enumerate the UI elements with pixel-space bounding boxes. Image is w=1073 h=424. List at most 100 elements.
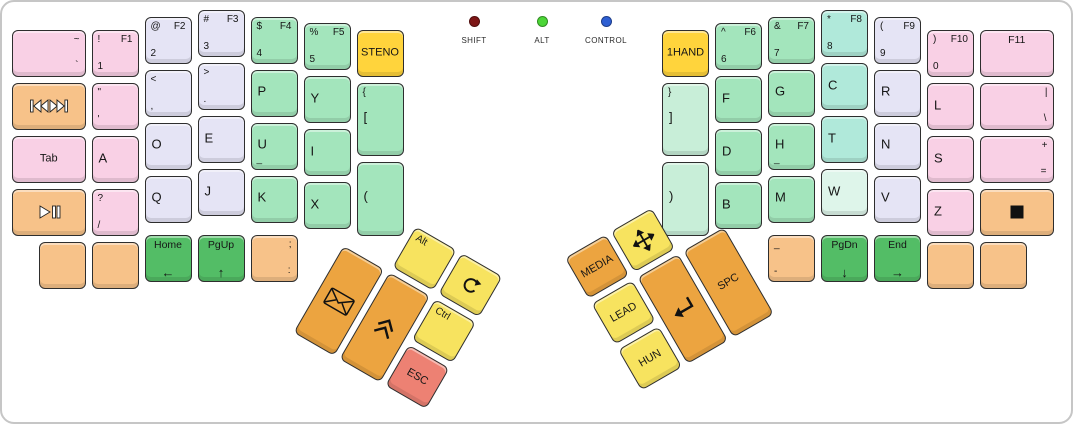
key-bottom-blank-3[interactable] bbox=[927, 241, 974, 289]
key-b[interactable]: B bbox=[715, 182, 762, 230]
key-s-legend: S bbox=[934, 150, 943, 166]
key-6-legend: 6 bbox=[721, 54, 727, 66]
key-c-legend: C bbox=[828, 77, 838, 93]
key-i[interactable]: I bbox=[303, 129, 351, 177]
key-backslash[interactable]: |\ bbox=[980, 82, 1054, 130]
key-play-pause[interactable] bbox=[12, 188, 86, 236]
key-period[interactable]: >. bbox=[197, 63, 245, 110]
key-h[interactable]: H_ bbox=[768, 122, 815, 170]
key-pgdn[interactable]: PgDn↓ bbox=[821, 235, 868, 283]
key-right-brace[interactable]: }] bbox=[662, 82, 709, 157]
key-end[interactable]: End → bbox=[874, 235, 921, 283]
key-t[interactable]: T bbox=[821, 116, 868, 163]
key-bottom-blank-1[interactable] bbox=[38, 241, 86, 289]
key-3-legend: # bbox=[203, 14, 210, 25]
key-e[interactable]: E bbox=[197, 116, 245, 163]
key-o-legend: O bbox=[151, 136, 162, 152]
key-semicolon[interactable]: ;: bbox=[250, 235, 298, 283]
key-grave-legend: ~ bbox=[73, 33, 80, 45]
key-q-legend: Q bbox=[151, 189, 162, 205]
key-home-legend: Home bbox=[153, 239, 182, 252]
key-left-brace[interactable]: {[ bbox=[356, 82, 404, 157]
key-l[interactable]: L bbox=[927, 82, 974, 130]
key-stop[interactable] bbox=[980, 188, 1054, 236]
key-end-legend: End bbox=[888, 239, 907, 252]
key-minus[interactable]: _- bbox=[768, 235, 815, 283]
key-tab[interactable]: Tab bbox=[12, 135, 86, 183]
indicator-shift: SHIFT bbox=[440, 16, 508, 45]
key-comma[interactable]: <, bbox=[144, 69, 192, 117]
alt-led-label: ALT bbox=[534, 36, 550, 45]
key-4-legend: F4 bbox=[279, 20, 292, 32]
key-apostrophe[interactable]: "' bbox=[91, 82, 139, 130]
key-j[interactable]: J bbox=[197, 169, 245, 216]
key-steno[interactable]: STENO bbox=[356, 29, 404, 77]
key-q[interactable]: Q bbox=[144, 175, 192, 223]
key-equals[interactable]: += bbox=[980, 135, 1054, 183]
key-7-legend: & bbox=[774, 20, 781, 32]
key-6-legend: ^ bbox=[721, 27, 726, 39]
key-1hand[interactable]: 1HAND bbox=[662, 29, 709, 77]
key-x-legend: X bbox=[310, 196, 320, 212]
key-a[interactable]: A bbox=[91, 135, 139, 183]
key-w[interactable]: W bbox=[821, 169, 868, 216]
key-f[interactable]: F bbox=[715, 76, 762, 124]
key-end-legend: → bbox=[891, 265, 904, 281]
key-c[interactable]: C bbox=[821, 63, 868, 110]
key-period-legend: > bbox=[203, 67, 210, 78]
key-p-legend: P bbox=[257, 83, 267, 99]
key-slash[interactable]: ?/ bbox=[91, 188, 139, 236]
key-slash-legend: ? bbox=[97, 192, 104, 204]
key-k[interactable]: K bbox=[250, 175, 298, 223]
key-g[interactable]: G bbox=[768, 69, 815, 117]
key-u-legend: U bbox=[257, 136, 267, 152]
alt-led-icon bbox=[536, 16, 548, 27]
key-alt-legend: Alt bbox=[413, 232, 430, 249]
key-right-paren[interactable]: ) bbox=[662, 162, 709, 236]
stop-icon bbox=[981, 190, 1053, 235]
key-s[interactable]: S bbox=[927, 135, 974, 183]
key-x[interactable]: X bbox=[303, 182, 351, 230]
key-left-paren[interactable]: ( bbox=[356, 162, 404, 236]
key-1-legend: 1 bbox=[97, 60, 104, 72]
key-w-legend: W bbox=[828, 183, 841, 199]
key-lead-legend: LEAD bbox=[607, 299, 639, 325]
key-v[interactable]: V bbox=[874, 175, 921, 223]
key-pgup[interactable]: PgUp↑ bbox=[197, 235, 245, 283]
key-y-legend: Y bbox=[310, 90, 320, 106]
key-f11[interactable]: F11 bbox=[980, 29, 1054, 77]
key-media-prev-next[interactable] bbox=[12, 82, 86, 130]
control-led-label: CONTROL bbox=[585, 36, 627, 45]
key-d[interactable]: D bbox=[715, 129, 762, 177]
key-home[interactable]: Home ← bbox=[144, 235, 192, 283]
key-y[interactable]: Y bbox=[303, 76, 351, 124]
key-1hand-legend: 1HAND bbox=[666, 46, 705, 59]
key-u[interactable]: U_ bbox=[250, 122, 298, 170]
key-z[interactable]: Z bbox=[927, 188, 974, 236]
key-e-legend: E bbox=[204, 130, 214, 146]
key-left-brace-legend: { bbox=[362, 86, 366, 98]
key-r[interactable]: R bbox=[874, 69, 921, 117]
shift-led-label: SHIFT bbox=[461, 36, 487, 45]
key-p[interactable]: P bbox=[250, 69, 298, 117]
key-m[interactable]: M bbox=[768, 175, 815, 223]
key-bottom-blank-4[interactable] bbox=[980, 241, 1027, 289]
key-home-legend: ← bbox=[161, 265, 175, 281]
key-grave[interactable]: ~` bbox=[12, 29, 86, 77]
key-bottom-blank-2[interactable] bbox=[91, 241, 139, 289]
key-o[interactable]: O bbox=[144, 122, 192, 170]
key-n[interactable]: N bbox=[874, 122, 921, 170]
key-spc-legend: SPC bbox=[715, 271, 742, 293]
key-pgdn-legend: ↓ bbox=[841, 265, 848, 281]
shift-led-icon bbox=[468, 16, 480, 27]
